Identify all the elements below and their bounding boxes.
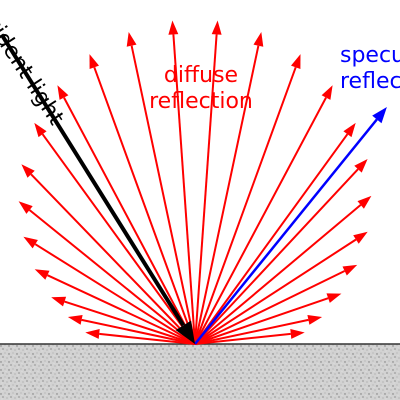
diffuse-ray-10-shaft — [194, 66, 297, 345]
specular-ray-group — [194, 107, 387, 345]
incident-ray-arrowhead — [175, 320, 195, 344]
diffuse-ray-9-arrowhead — [321, 85, 333, 100]
diffuse-ray-12-arrowhead — [211, 20, 222, 35]
diffuse-label-line1: diffuse — [164, 63, 238, 88]
specular-ray-arrowhead — [372, 107, 387, 124]
diffuse-label-line2: reflection — [149, 89, 253, 114]
diffuse-ray-14-arrowhead — [126, 32, 137, 47]
diffuse-ray-17-shaft — [41, 133, 196, 345]
diffuse-ray-8-shaft — [194, 133, 349, 345]
diffuse-ray-6-shaft — [194, 204, 362, 345]
diffuse-ray-18-shaft — [30, 173, 196, 345]
diffuse-ray-16-shaft — [63, 97, 196, 345]
diffuse-ray-20-shaft — [34, 243, 196, 345]
diffuse-ray-5-shaft — [194, 238, 357, 345]
diffuse-ray-5-arrowhead — [353, 231, 368, 244]
specular-label-line1: specular — [340, 43, 400, 68]
diffuse-ray-15-arrowhead — [89, 54, 99, 69]
diffuse-ray-13-arrowhead — [168, 20, 179, 35]
diffuse-ray-3-shaft — [194, 297, 329, 345]
incident-ray-group — [0, 33, 195, 344]
rough-surface — [0, 344, 400, 400]
diffuse-ray-13-shaft — [172, 34, 196, 345]
diffuse-ray-24-shaft — [99, 332, 196, 345]
diffuse-ray-2-arrowhead — [307, 315, 323, 325]
diffuse-ray-10-arrowhead — [291, 54, 301, 69]
diffuse-ray-7-shaft — [194, 168, 359, 345]
diffuse-ray-18-arrowhead — [21, 164, 35, 178]
specular-ray-shaft — [194, 118, 378, 345]
diffuse-ray-3-arrowhead — [326, 293, 342, 303]
specular-label-line2: reflection — [340, 69, 400, 94]
diffuse-ray-6-arrowhead — [357, 195, 372, 209]
incident-ray-shaft — [0, 33, 185, 327]
diffuse-ray-1-arrowhead — [290, 329, 305, 339]
diffuse-ray-21-shaft — [46, 274, 196, 345]
diffuse-rays — [18, 20, 372, 345]
diffuse-ray-20-arrowhead — [23, 236, 38, 249]
diffuse-ray-8-arrowhead — [343, 122, 356, 138]
incident-light-label: incident light — [0, 0, 69, 130]
diffuse-ray-22-shaft — [64, 300, 196, 345]
diffuse-ray-7-arrowhead — [354, 159, 368, 173]
diffuse-ray-17-arrowhead — [34, 122, 47, 138]
diffuse-ray-24-arrowhead — [85, 329, 100, 339]
diffuse-ray-23-shaft — [81, 318, 196, 345]
diffuse-ray-14-shaft — [130, 45, 196, 345]
diffuse-ray-22-arrowhead — [51, 296, 67, 307]
diffuse-ray-16-arrowhead — [57, 85, 69, 100]
diffuse-ray-1-shaft — [194, 332, 291, 345]
diffuse-ray-4-shaft — [194, 270, 346, 345]
diffuse-ray-11-arrowhead — [253, 32, 264, 47]
diffuse-ray-19-shaft — [28, 209, 196, 345]
diffuse-ray-12-shaft — [194, 34, 218, 345]
diffuse-ray-2-shaft — [194, 318, 309, 345]
diffuse-ray-4-arrowhead — [342, 264, 358, 276]
diffuse-ray-11-shaft — [194, 45, 260, 345]
diffuse-ray-21-arrowhead — [34, 269, 50, 280]
diffuse-ray-23-arrowhead — [67, 315, 83, 325]
diffuse-ray-19-arrowhead — [18, 201, 33, 214]
diffuse-ray-9-shaft — [194, 97, 327, 345]
diffuse-ray-15-shaft — [93, 66, 196, 345]
